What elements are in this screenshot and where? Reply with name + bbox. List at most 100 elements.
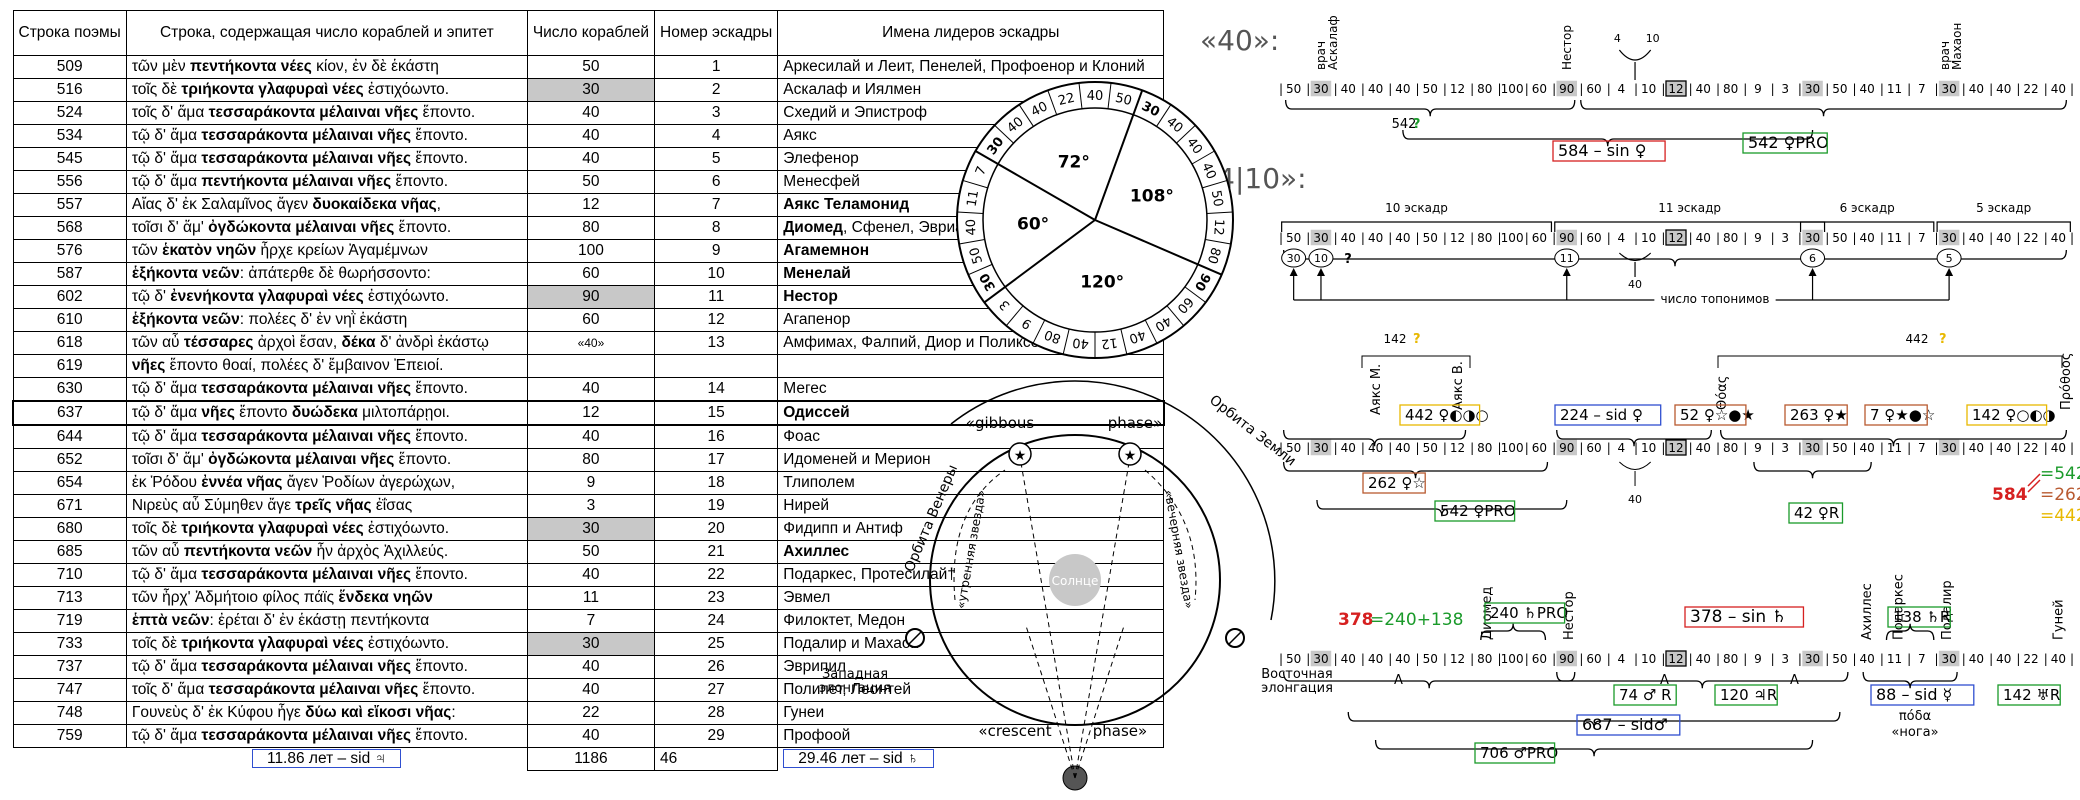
seq-number: 30 xyxy=(1313,441,1328,455)
ships-cell: 7 xyxy=(526,609,656,633)
evening-arrow xyxy=(1144,469,1197,601)
line-cell: 610 xyxy=(12,308,127,332)
seq-number: 60 xyxy=(1586,652,1601,666)
seq-bar: | xyxy=(1934,231,1938,245)
ships-cell: 30 xyxy=(526,78,656,102)
seq-bar: | xyxy=(1634,652,1638,666)
leaders-cell: Гунеи xyxy=(777,701,1165,725)
wheel-number: 11 xyxy=(965,189,983,208)
d3-venus-box-3-box xyxy=(1784,404,1848,426)
seq-bar: | xyxy=(1497,231,1501,245)
squadron-cell: 6 xyxy=(654,170,779,194)
ships-cell: 50 xyxy=(526,540,656,564)
seq-number: 40 xyxy=(1996,82,2011,96)
text-cell: τοῖς δὲ τριήκοντα γλαφυραὶ νέες ἐστιχόων… xyxy=(125,517,528,541)
seq-bar: | xyxy=(1361,441,1365,455)
seq-bar: | xyxy=(1825,652,1829,666)
seq-number: 90 xyxy=(1559,82,1574,96)
sun-label: Солнце xyxy=(1052,574,1099,588)
seq-number: 40 xyxy=(1341,231,1356,245)
line-cell: 747 xyxy=(12,678,127,702)
line-cell: 630 xyxy=(12,377,127,402)
venus-phase-line xyxy=(1228,631,1242,645)
d4-240-box: 240 ♄PRO xyxy=(1490,604,1568,622)
d2-toponyms: число топонимов xyxy=(1661,292,1770,306)
d1-542: 542 xyxy=(1392,117,1417,132)
wheel-tick xyxy=(1176,124,1196,144)
line-cell: 545 xyxy=(12,147,127,171)
squadron-cell: 13 xyxy=(654,331,779,355)
wheel-angle: 120° xyxy=(1080,273,1124,293)
star-icon: ★ xyxy=(1014,448,1027,464)
seq-number: 90 xyxy=(1559,652,1574,666)
wheel-tick xyxy=(1202,179,1228,189)
d3-42-box: 42 ♀R xyxy=(1794,504,1839,522)
seq-bar: | xyxy=(1771,652,1775,666)
line-cell: 671 xyxy=(12,494,127,518)
text-cell: τῷ δ' ἅμα τεσσαράκοντα μέλαιναι νῆες ἕπο… xyxy=(125,377,528,402)
seq-bar: | xyxy=(1279,231,1283,245)
seq-bar: | xyxy=(1607,652,1611,666)
seq-number: 3 xyxy=(1781,652,1789,666)
seq-bar: | xyxy=(1579,231,1583,245)
text-cell: τοῖς δ' ἅμα τεσσαράκοντα μέλαιναι νῆες ἕ… xyxy=(125,101,528,125)
seq-number: 4 xyxy=(1618,82,1626,96)
d4-706-box: 706 ♂PRO xyxy=(1480,744,1558,762)
wheel-tick xyxy=(1120,328,1128,355)
d2-group-bracket xyxy=(1799,221,1935,232)
wheel-tick xyxy=(1166,305,1185,327)
seq-box-mark xyxy=(1556,439,1578,456)
d4-88-box-box xyxy=(1870,684,1975,706)
seq-number: 80 xyxy=(1477,441,1492,455)
seq-number: 40 xyxy=(1969,231,1984,245)
wheel-tick xyxy=(1032,319,1046,344)
line-cell: 719 xyxy=(12,609,127,633)
seq-bar: | xyxy=(1579,441,1583,455)
seq-bar: | xyxy=(1689,231,1693,245)
wheel-tick xyxy=(1018,104,1034,127)
seq-bar: | xyxy=(1416,231,1420,245)
line-cell: 737 xyxy=(12,655,127,679)
seq-bar: | xyxy=(1443,82,1447,96)
leaders-cell: Ахиллес xyxy=(777,540,1165,564)
header-line: Строка поэмы xyxy=(12,10,127,56)
seq-bar: | xyxy=(1661,231,1665,245)
d4-142-box-box xyxy=(1997,684,2061,706)
d1-name: Махаон xyxy=(1950,23,1964,70)
seq-number: 40 xyxy=(1996,441,2011,455)
seq-number: 60 xyxy=(1532,231,1547,245)
seq-number: 40 xyxy=(1368,82,1383,96)
seq-number: 60 xyxy=(1532,652,1547,666)
seq-bar: | xyxy=(2070,82,2074,96)
seq-number: 30 xyxy=(1805,441,1820,455)
seq-number: 50 xyxy=(1832,231,1847,245)
d3-q2: ? xyxy=(1939,332,1947,347)
seq-number: 50 xyxy=(1832,652,1847,666)
text-cell: τῷ δ' ἐνενήκοντα γλαφυραὶ νέες ἐστιχόωντ… xyxy=(125,285,528,309)
seq-box-mark xyxy=(1802,650,1823,667)
d3-262-box: 262 ♀☆ xyxy=(1368,474,1426,492)
evening-label: «вечерняя звезда» xyxy=(1162,489,1197,610)
seq-bar: | xyxy=(1388,231,1392,245)
seq-bar: | xyxy=(1443,652,1447,666)
seq-number: 3 xyxy=(1781,441,1789,455)
seq-number: 40 xyxy=(1860,82,1875,96)
wheel-sector-line xyxy=(974,150,1096,221)
seq-number: 40 xyxy=(1395,82,1410,96)
ships-cell: 30 xyxy=(526,632,656,656)
seq-number: 12 xyxy=(1668,652,1683,666)
d2-split xyxy=(1618,252,1652,277)
d4-138-box: 138 ♄R xyxy=(1893,608,1950,626)
squadron-cell: 21 xyxy=(654,540,779,564)
d3-venus-box-3: 263 ♀★ xyxy=(1790,406,1848,424)
seq-box-mark xyxy=(1802,439,1823,456)
squadron-cell: 19 xyxy=(654,494,779,518)
seq-bar: | xyxy=(1661,441,1665,455)
seq-number: 80 xyxy=(1477,231,1492,245)
seq-bar: | xyxy=(2044,441,2048,455)
seq-box-mark xyxy=(1310,439,1332,456)
seq-bar: | xyxy=(1279,652,1283,666)
seq-bar: | xyxy=(1443,441,1447,455)
